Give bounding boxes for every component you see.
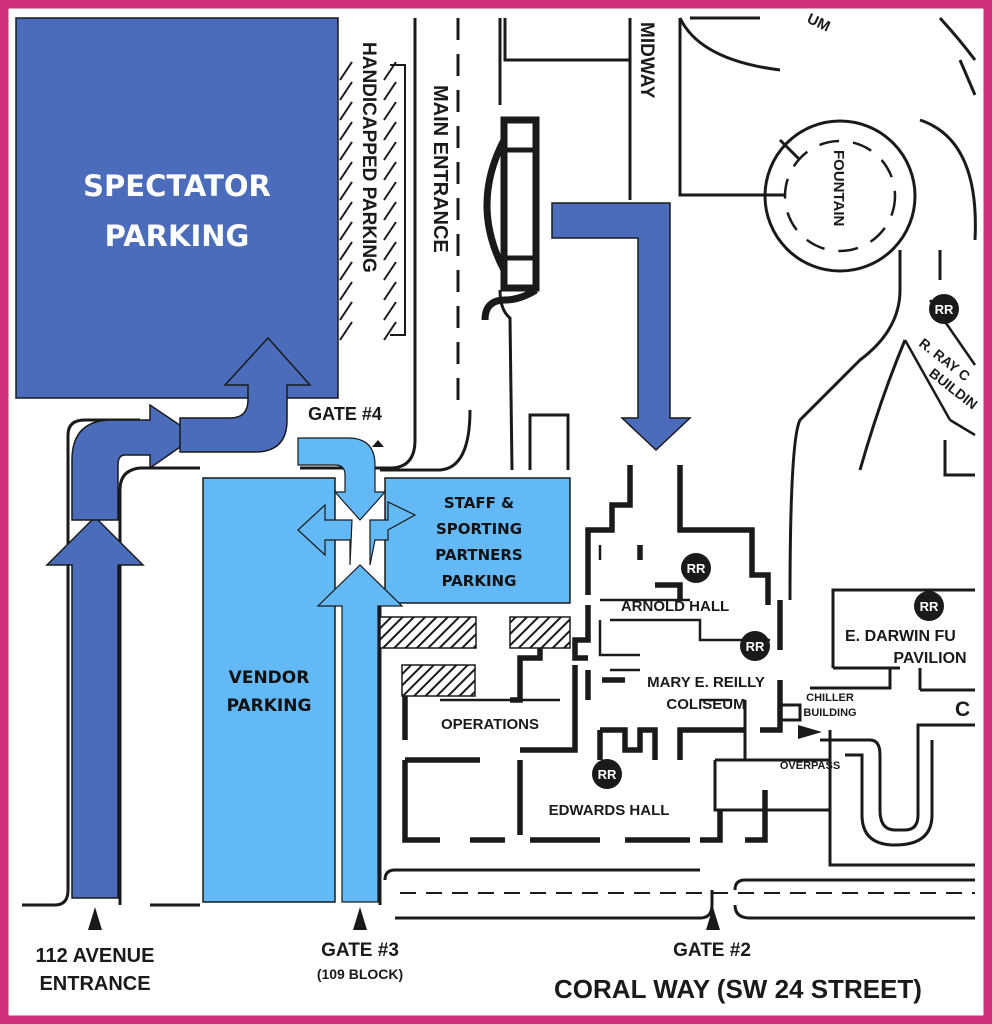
pavilion-label-line2: PAVILION (893, 650, 966, 667)
split-arrow-right (369, 501, 417, 566)
gate4-route-arrow (297, 437, 387, 521)
svg-text:RR: RR (746, 639, 765, 654)
handicapped-parking-label: HANDICAPPED PARKING (358, 42, 379, 273)
fountain-label: FOUNTAIN (830, 150, 847, 226)
operations-label: OPERATIONS (441, 716, 539, 733)
staff-label-line1: STAFF & (444, 494, 514, 512)
chiller-arrow-marker (798, 725, 822, 739)
gate3-route-arrow (316, 564, 404, 903)
entrance-112-label-line1: 112 AVENUE (36, 945, 155, 967)
restroom-marker: RR (740, 631, 770, 661)
gate-112-marker (88, 907, 102, 930)
spectator-parking-zone (15, 17, 339, 399)
vendor-parking-zone (202, 477, 336, 903)
vendor-label-line1: VENDOR (229, 668, 310, 688)
gate4-label: GATE #4 (308, 404, 382, 424)
fountain-circle (760, 119, 917, 273)
roads (22, 16, 977, 920)
svg-text:RR: RR (598, 767, 617, 782)
svg-text:RR: RR (920, 599, 939, 614)
svg-text:RR: RR (687, 561, 706, 576)
main-entrance-label: MAIN ENTRANCE (429, 85, 451, 253)
spectator-route-arrow-turn (71, 403, 198, 521)
staff-label-line3: PARTNERS (435, 546, 523, 564)
restroom-markers: RR RR RR RR RR (592, 294, 959, 789)
handicapped-stalls (339, 61, 406, 341)
pavilion-label-line1: E. DARWIN FU (845, 628, 956, 645)
gate2-label: GATE #2 (673, 940, 751, 961)
far-right-fragment-label: C (955, 698, 970, 721)
top-right-fragment-label: UM (804, 10, 832, 35)
arnold-hall-label: ARNOLD HALL (621, 598, 729, 615)
staff-parking-zone (384, 477, 571, 604)
spectator-route-arrow-up (179, 336, 312, 453)
main-gate-structure (481, 116, 540, 321)
overpass-label: OVERPASS (780, 760, 840, 772)
gate-3-marker (353, 907, 367, 930)
staff-label-line4: PARKING (442, 572, 517, 590)
chiller-label-line2: BUILDING (803, 707, 856, 719)
coliseum-complex-walls (402, 465, 783, 843)
restroom-marker: RR (681, 553, 711, 583)
restroom-marker: RR (914, 591, 944, 621)
midway-label: MIDWAY (636, 22, 657, 99)
coliseum-label-line2: COLISEUM (666, 696, 745, 713)
svg-text:RR: RR (935, 302, 954, 317)
spectator-label-line2: PARKING (105, 219, 250, 253)
entrance-112-label-line2: ENTRANCE (39, 973, 150, 995)
coliseum-route-arrow (551, 202, 692, 452)
chiller-label-line1: CHILLER (806, 692, 854, 704)
staff-label-line2: SPORTING (436, 520, 522, 538)
gate-2-marker (706, 907, 720, 930)
edwards-hall-label: EDWARDS HALL (549, 802, 670, 819)
coliseum-complex-thin-walls (440, 545, 770, 702)
restroom-marker: RR (929, 294, 959, 324)
vendor-label-line2: PARKING (227, 696, 312, 716)
gate-4-marker (372, 440, 384, 447)
restroom-marker: RR (592, 759, 622, 789)
gate3-sub-label: (109 BLOCK) (317, 966, 403, 982)
split-arrow-left (297, 503, 353, 566)
spectator-label-line1: SPECTATOR (83, 169, 271, 203)
coral-way-label: CORAL WAY (SW 24 STREET) (554, 974, 922, 1004)
coliseum-label-line1: MARY E. REILLY (647, 674, 765, 691)
hatched-structures (379, 616, 571, 697)
gate-markers (88, 440, 822, 930)
spectator-route-arrow (45, 515, 145, 899)
gate3-label: GATE #3 (321, 940, 399, 961)
